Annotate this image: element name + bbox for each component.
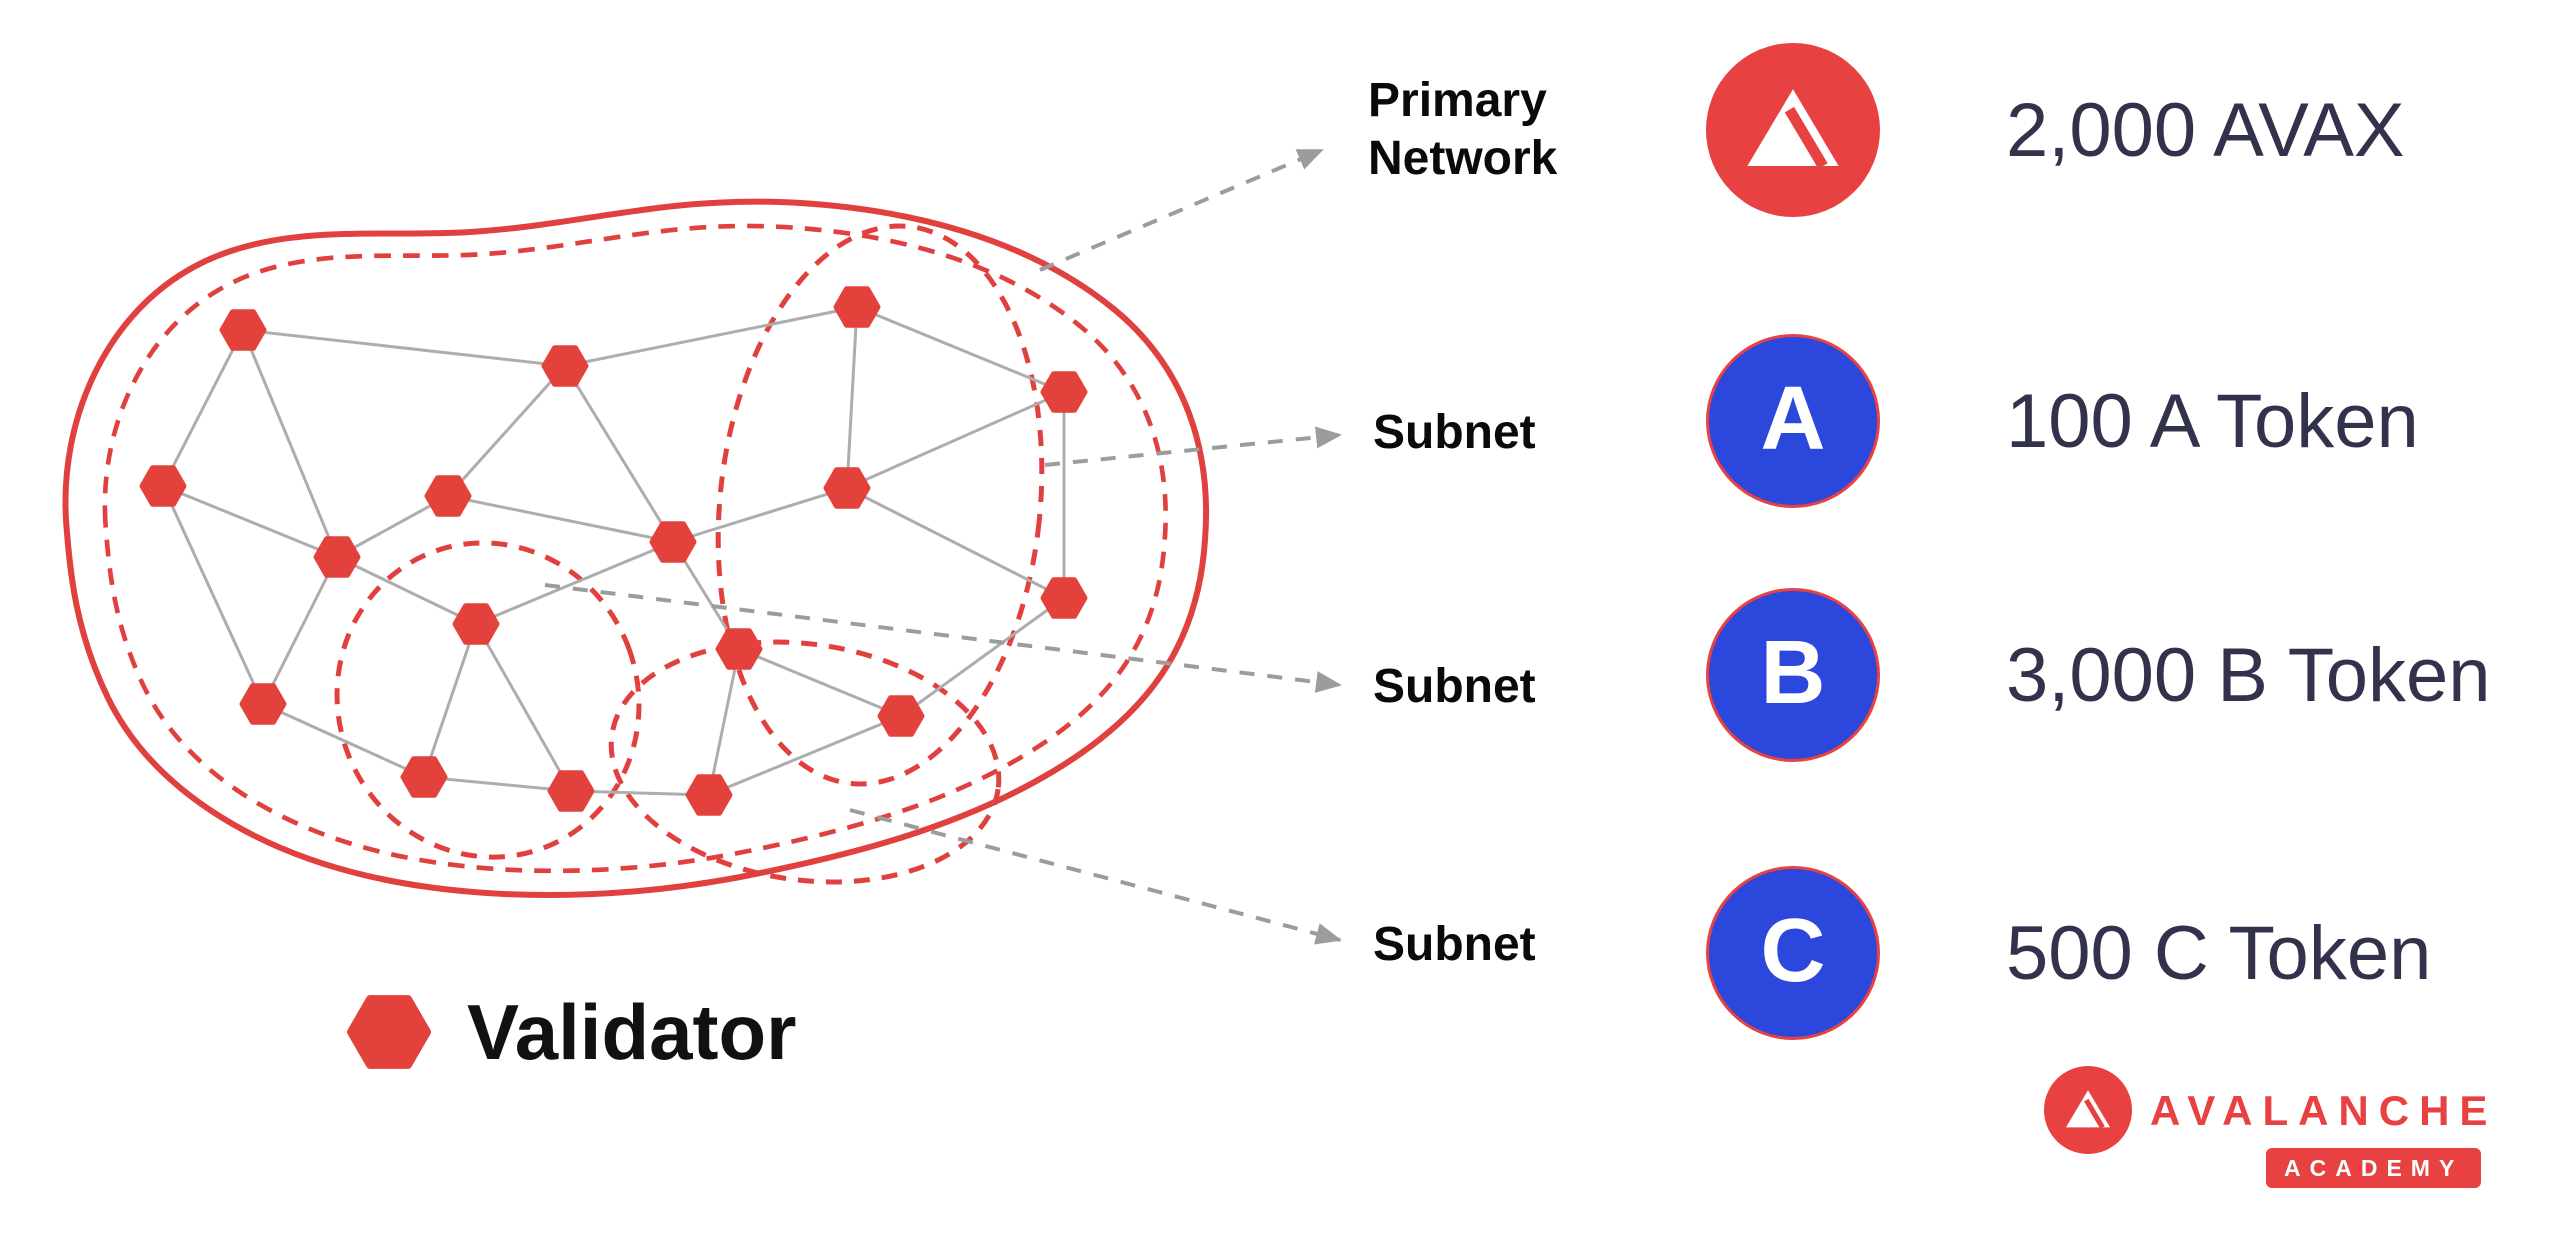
arrow-primary-network bbox=[1039, 148, 1324, 272]
token-amount-a: 100 A Token bbox=[2006, 378, 2419, 464]
token-row-a: A 100 A Token bbox=[1706, 334, 2419, 508]
primary-network-ring bbox=[102, 223, 1168, 874]
subnet-label-1: Subnet bbox=[1373, 406, 1536, 459]
network-blob-outline bbox=[62, 198, 1210, 898]
token-c-letter: C bbox=[1760, 900, 1826, 1001]
token-row-avax: 2,000 AVAX bbox=[1706, 43, 2405, 217]
token-amount-avax: 2,000 AVAX bbox=[2006, 87, 2405, 173]
subnet-label-3: Subnet bbox=[1373, 918, 1536, 971]
token-amount-c: 500 C Token bbox=[2006, 910, 2432, 996]
arrow-subnet-right bbox=[1044, 426, 1342, 467]
token-amount-b: 3,000 B Token bbox=[2006, 632, 2491, 718]
subnet-region-right bbox=[715, 223, 1045, 787]
subnet-region-middle bbox=[334, 540, 642, 860]
avalanche-academy-wordmark: AVALANCHE bbox=[2150, 1087, 2498, 1134]
arrow-subnet-bottom bbox=[849, 808, 1342, 945]
avalanche-academy-logo-icon bbox=[2044, 1066, 2132, 1154]
validator-nodes bbox=[142, 289, 1085, 813]
callout-arrows bbox=[544, 148, 1342, 945]
validator-legend-label: Validator bbox=[467, 988, 797, 1076]
academy-badge: ACADEMY bbox=[2266, 1148, 2482, 1188]
token-b-coin-icon: B bbox=[1706, 588, 1880, 762]
token-b-letter: B bbox=[1760, 622, 1826, 723]
token-a-coin-icon: A bbox=[1706, 334, 1880, 508]
primary-network-label: Primary Network bbox=[1368, 74, 1558, 185]
subnet-label-2: Subnet bbox=[1373, 660, 1536, 713]
subnet-regions bbox=[334, 223, 1045, 885]
validator-hexagon-icon bbox=[347, 995, 431, 1069]
token-row-c: C 500 C Token bbox=[1706, 866, 2431, 1040]
subnet-region-bottom bbox=[608, 639, 1002, 885]
avalanche-logo-icon bbox=[1706, 43, 1880, 217]
validator-legend: Validator bbox=[347, 992, 796, 1072]
token-c-coin-icon: C bbox=[1706, 866, 1880, 1040]
token-row-b: B 3,000 B Token bbox=[1706, 588, 2491, 762]
token-a-letter: A bbox=[1760, 368, 1826, 469]
arrow-subnet-middle bbox=[544, 583, 1342, 693]
avalanche-mark bbox=[1747, 89, 1839, 169]
avalanche-mark-small bbox=[2065, 1090, 2111, 1129]
